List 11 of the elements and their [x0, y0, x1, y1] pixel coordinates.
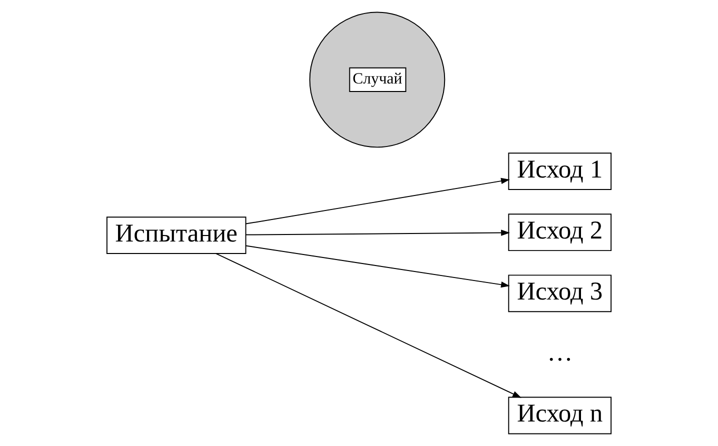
node-box: Испытание: [106, 216, 246, 254]
label: …: [547, 338, 573, 367]
node-box: Исход 2: [508, 214, 612, 252]
node-circle: Случай: [309, 12, 446, 148]
arrow: [246, 230, 510, 236]
arrow: [246, 245, 510, 288]
arrow: [216, 253, 522, 398]
node-box: Исход 1: [508, 152, 612, 190]
node-box: Исход n: [508, 396, 612, 434]
node-box: Исход 3: [508, 274, 612, 312]
arrow: [246, 178, 510, 224]
